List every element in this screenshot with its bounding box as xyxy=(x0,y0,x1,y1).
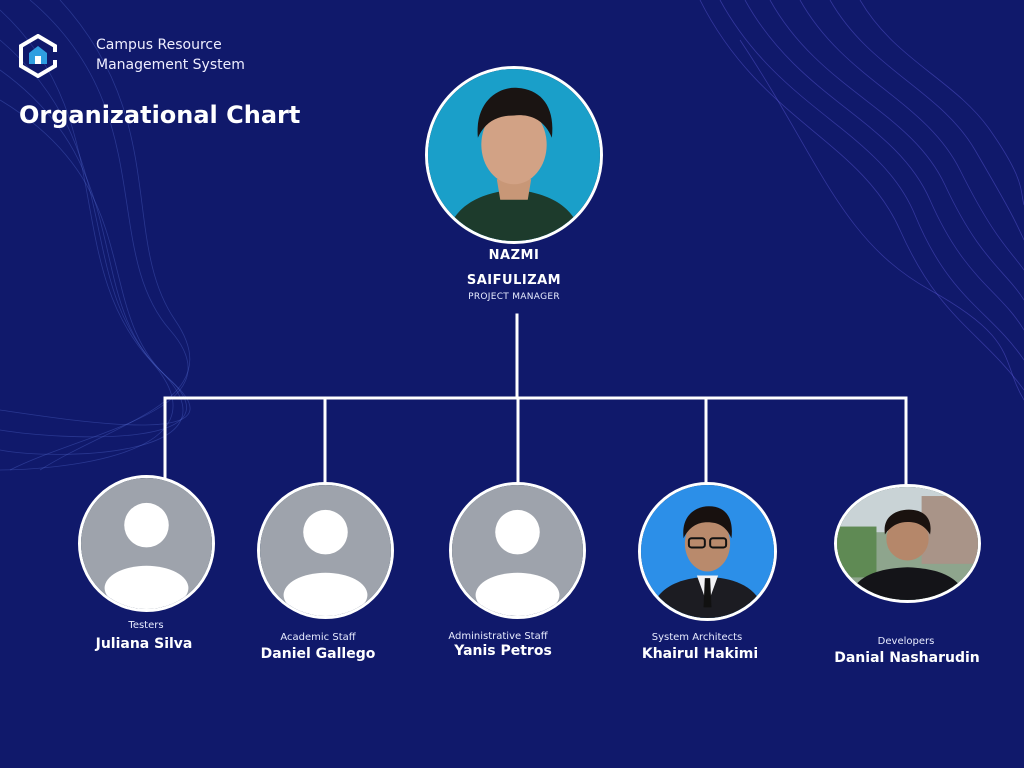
member-role: Administrative Staff xyxy=(448,631,548,642)
member-photo-placeholder xyxy=(257,482,394,619)
member-name: Danial Nasharudin xyxy=(834,650,980,666)
page-title: Organizational Chart xyxy=(19,101,301,129)
member-photo xyxy=(638,482,777,621)
manager-role: PROJECT MANAGER xyxy=(468,292,560,302)
member-role: System Architects xyxy=(651,632,743,643)
member-photo xyxy=(834,484,981,603)
member-photo-placeholder xyxy=(78,475,215,612)
member-role: Academic Staff xyxy=(280,632,356,643)
member-name: Yanis Petros xyxy=(454,643,552,659)
member-name: Khairul Hakimi xyxy=(641,646,759,662)
manager-last-name: SAIFULIZAM xyxy=(466,273,562,288)
member-name: Juliana Silva xyxy=(95,636,193,652)
manager-first-name: NAZMI xyxy=(488,248,540,263)
member-role: Testers xyxy=(128,620,164,631)
brand-line-1: Campus Resource xyxy=(96,37,222,53)
manager-photo xyxy=(425,66,603,244)
brand-name: Campus Resource Management System xyxy=(96,35,245,75)
member-photo-placeholder xyxy=(449,482,586,619)
brand-line-2: Management System xyxy=(96,57,245,73)
member-name: Daniel Gallego xyxy=(260,646,376,662)
hexagon-logo-icon xyxy=(19,34,58,78)
member-role: Developers xyxy=(877,636,935,647)
